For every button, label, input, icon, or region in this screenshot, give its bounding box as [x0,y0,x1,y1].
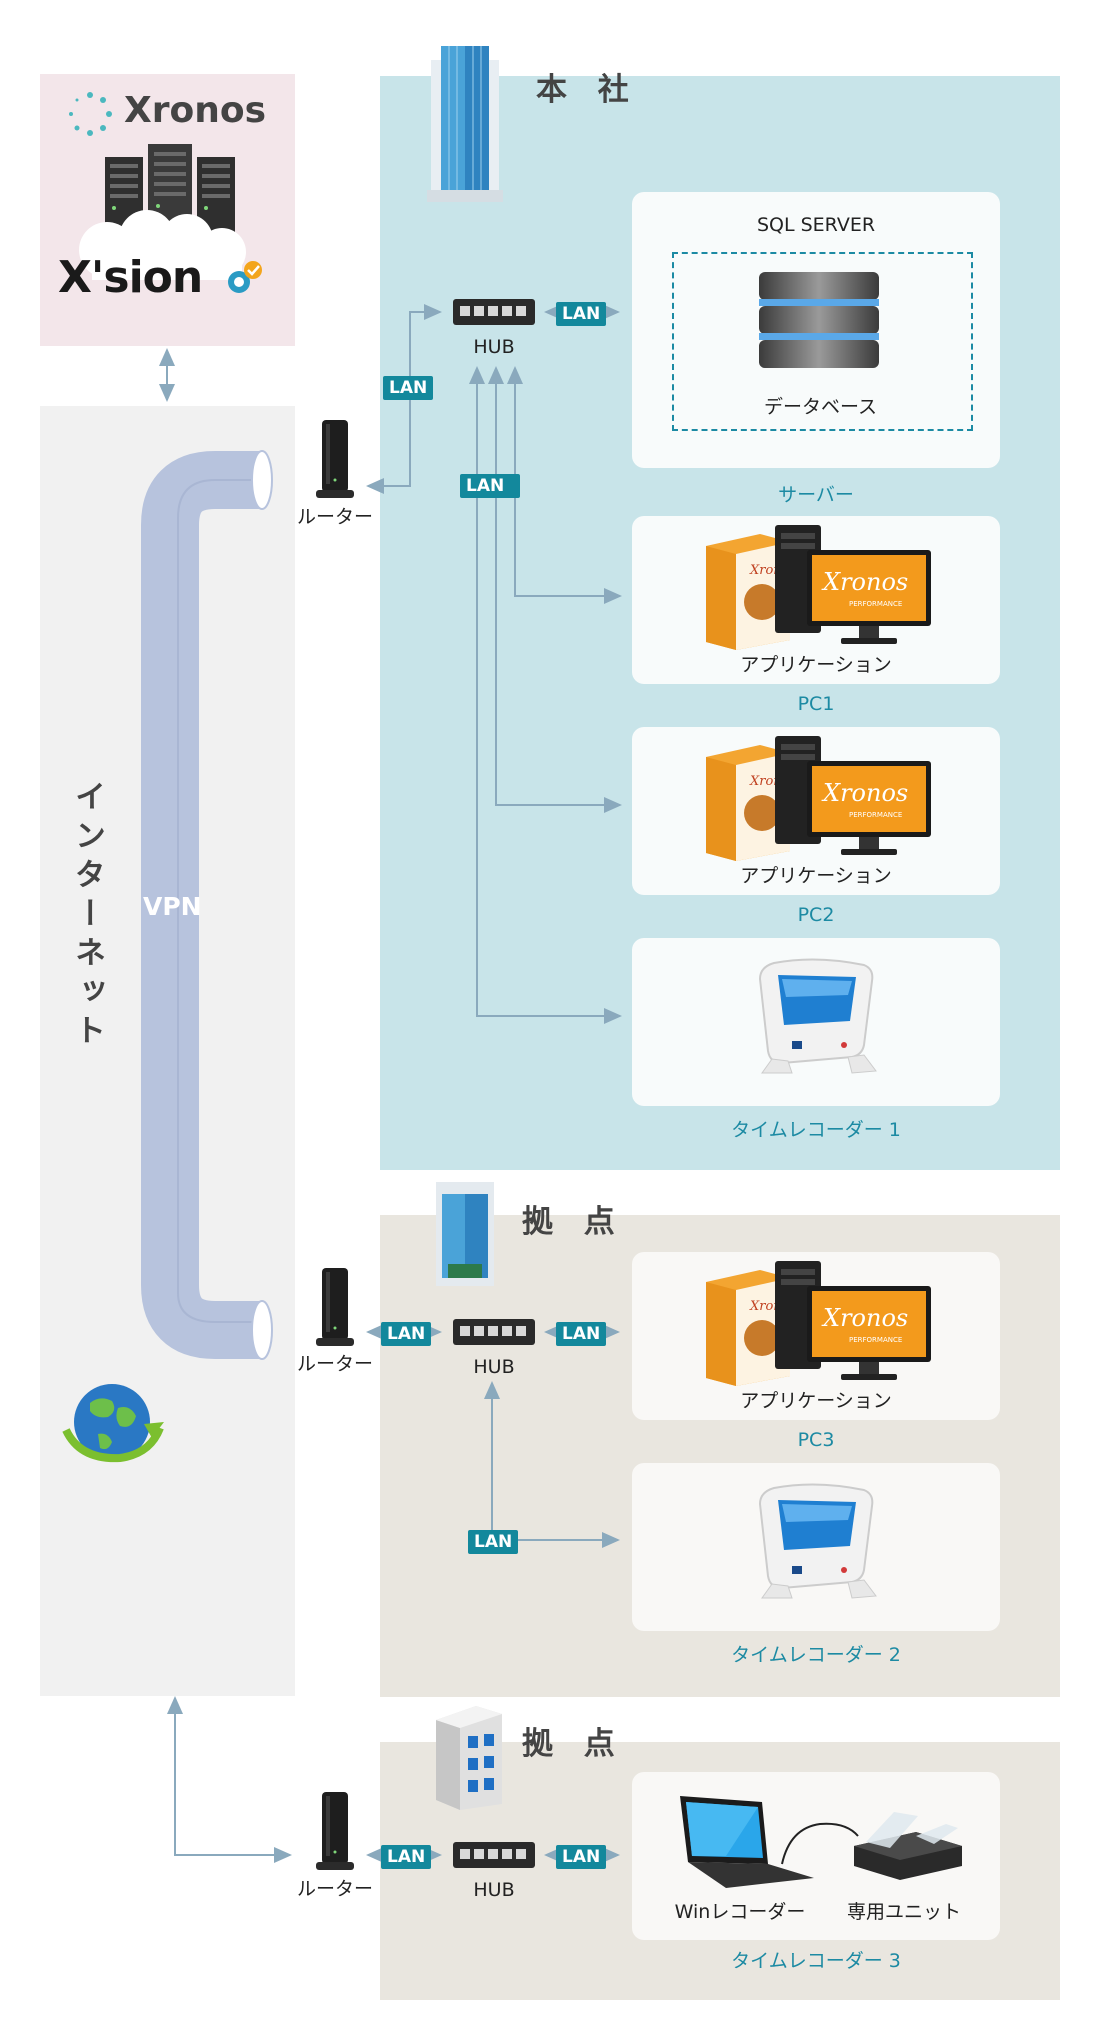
lan-badge: LAN [556,1845,607,1869]
hq-building-icon [427,46,503,202]
lan-badge: LAN [556,1322,607,1346]
pc2-label: アプリケーション [740,865,892,887]
time-recorder-icon [758,1483,877,1599]
loading-ring-icon [69,92,112,136]
database-icon [759,272,879,368]
svg-text:Xronos: Xronos [821,779,908,807]
pc2-caption: PC2 [797,904,835,926]
database-dashed-box [672,252,973,431]
pc3-caption: PC3 [797,1429,835,1451]
recorder1-caption: タイムレコーダー 1 [731,1119,901,1141]
svg-text:PERFORMANCE: PERFORMANCE [849,1336,902,1344]
router-icon [316,1792,354,1870]
monitor-icon: Xronos PERFORMANCE [807,1286,931,1380]
svg-text:PERFORMANCE: PERFORMANCE [849,600,902,608]
laptop-icon [680,1796,814,1888]
site1-building-icon [436,1182,494,1286]
hq-hub-label: HUB [473,336,515,358]
dedicated-unit-label: 専用ユニット [846,1901,961,1923]
hq-heading: 本 社 [536,72,639,108]
router-icon [316,420,354,498]
lan-badge: LAN [460,474,520,498]
site2-router-label: ルーター [296,1878,373,1900]
site2-heading: 拠 点 [522,1726,625,1762]
hub-icon [453,1842,535,1868]
server-caption: サーバー [778,484,854,506]
router-icon [316,1268,354,1346]
lan-badge: LAN [383,376,434,400]
recorder2-caption: タイムレコーダー 2 [731,1644,901,1666]
svg-text:PERFORMANCE: PERFORMANCE [849,811,902,819]
lan-badge: LAN [468,1530,519,1554]
lan-badge: LAN [381,1322,432,1346]
card-reader-unit-icon [854,1812,962,1880]
win-recorder-label: Winレコーダー [674,1901,806,1923]
hub-icon [453,299,535,325]
lan-badge: LAN [556,302,607,326]
xsion-logo-text: X'sion [58,252,203,303]
pc1-caption: PC1 [797,693,835,715]
monitor-icon: Xronos PERFORMANCE [807,761,931,855]
site1-router-label: ルーター [296,1353,373,1375]
usb-cable-icon [781,1822,859,1865]
recorder3-caption: タイムレコーダー 3 [731,1950,901,1972]
xronos-logo-text: Xronos [124,90,267,131]
hub-icon [453,1319,535,1345]
pc3-label: アプリケーション [740,1390,892,1412]
database-label: データベース [763,396,878,418]
globe-icon [62,1384,164,1463]
lan-badge: LAN [381,1845,432,1869]
svg-text:Xronos: Xronos [821,568,908,596]
site1-heading: 拠 点 [522,1204,625,1240]
cloud-icon [79,210,246,280]
internet-label: インターネット [69,780,105,1053]
svg-text:Xronos: Xronos [821,1304,908,1332]
time-recorder-icon [758,958,877,1074]
sql-server-title: SQL SERVER [756,214,876,236]
pc1-label: アプリケーション [740,654,892,676]
hq-router-label: ルーター [296,506,373,528]
site2-hub-label: HUB [473,1879,515,1901]
vpn-label: VPN [143,892,202,921]
check-badge-icon [228,261,262,293]
monitor-icon: Xronos PERFORMANCE [807,550,931,644]
site1-hub-label: HUB [473,1356,515,1378]
site2-building-icon [436,1706,502,1810]
